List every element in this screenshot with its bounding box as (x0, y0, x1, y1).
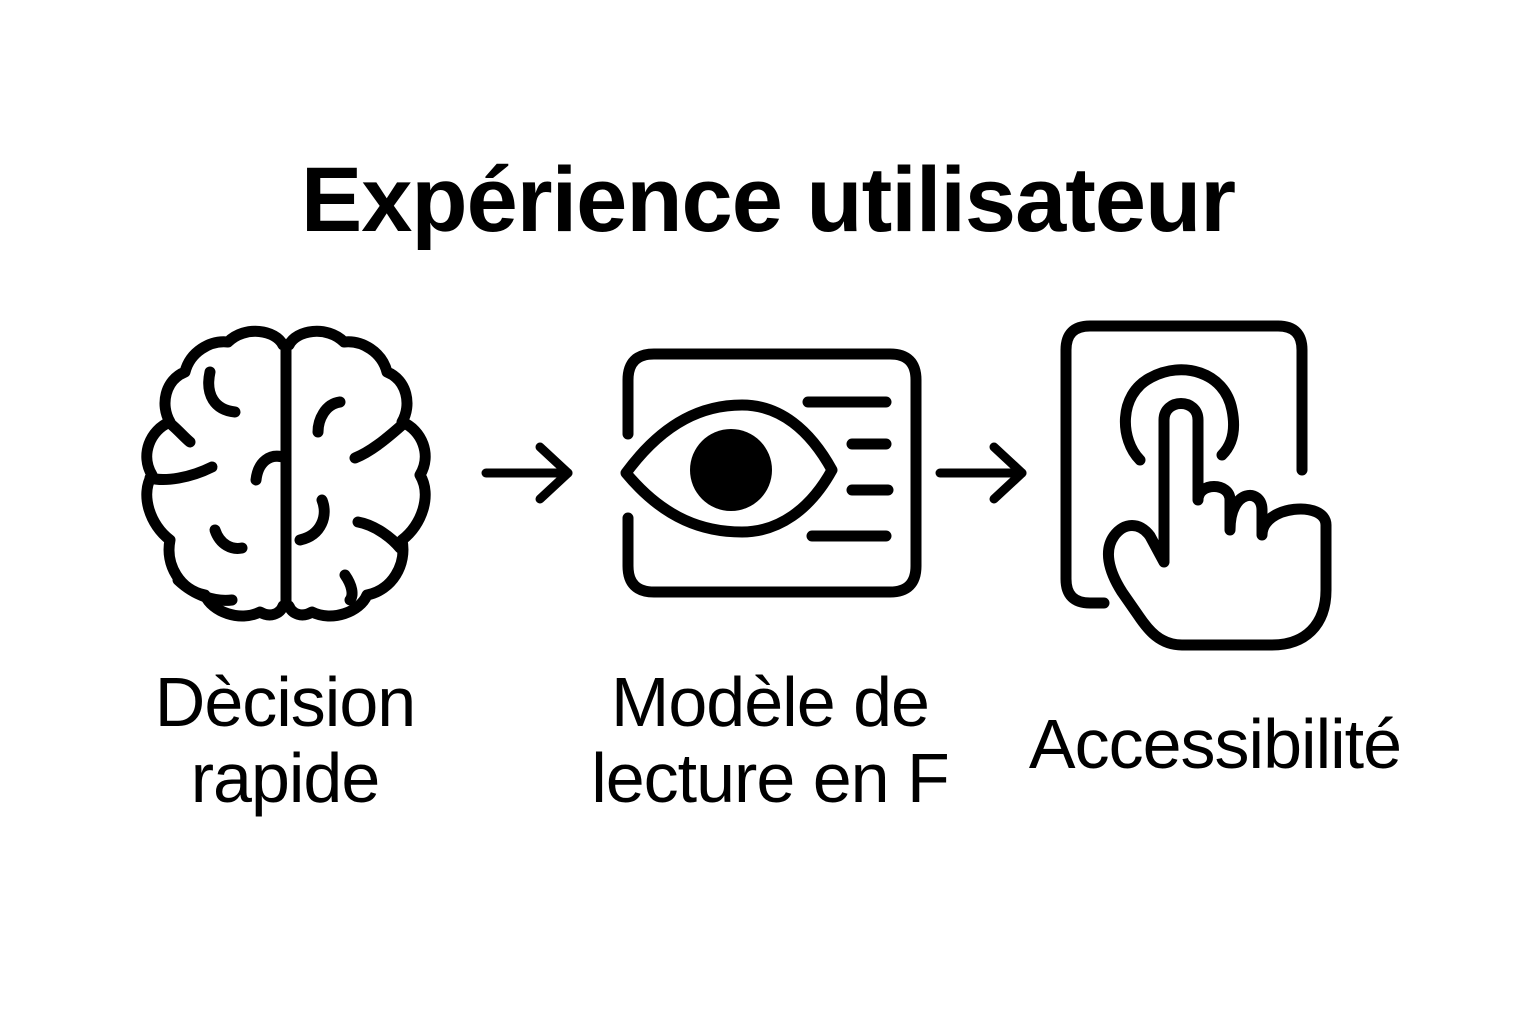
step-label-accessibility: Accessibilité (1000, 706, 1430, 782)
arrow-right-icon (935, 442, 1027, 504)
step-label-f-reading-pattern: Modèle de lecture en F (560, 664, 980, 816)
step-label-line: Dècision (154, 663, 416, 741)
touch-tablet-icon (1060, 320, 1332, 651)
step-label-line: lecture en F (591, 739, 950, 817)
step-label-line: Modèle de (611, 663, 930, 741)
step-label-line: Accessibilité (1028, 705, 1402, 783)
arrow-right-icon (481, 442, 573, 504)
step-label-line: rapide (190, 739, 381, 817)
step-label-quick-decision: Dècision rapide (110, 664, 460, 816)
brain-icon (141, 325, 431, 622)
diagram-title: Expérience utilisateur (300, 148, 1236, 251)
eye-reading-screen-icon (620, 348, 922, 598)
